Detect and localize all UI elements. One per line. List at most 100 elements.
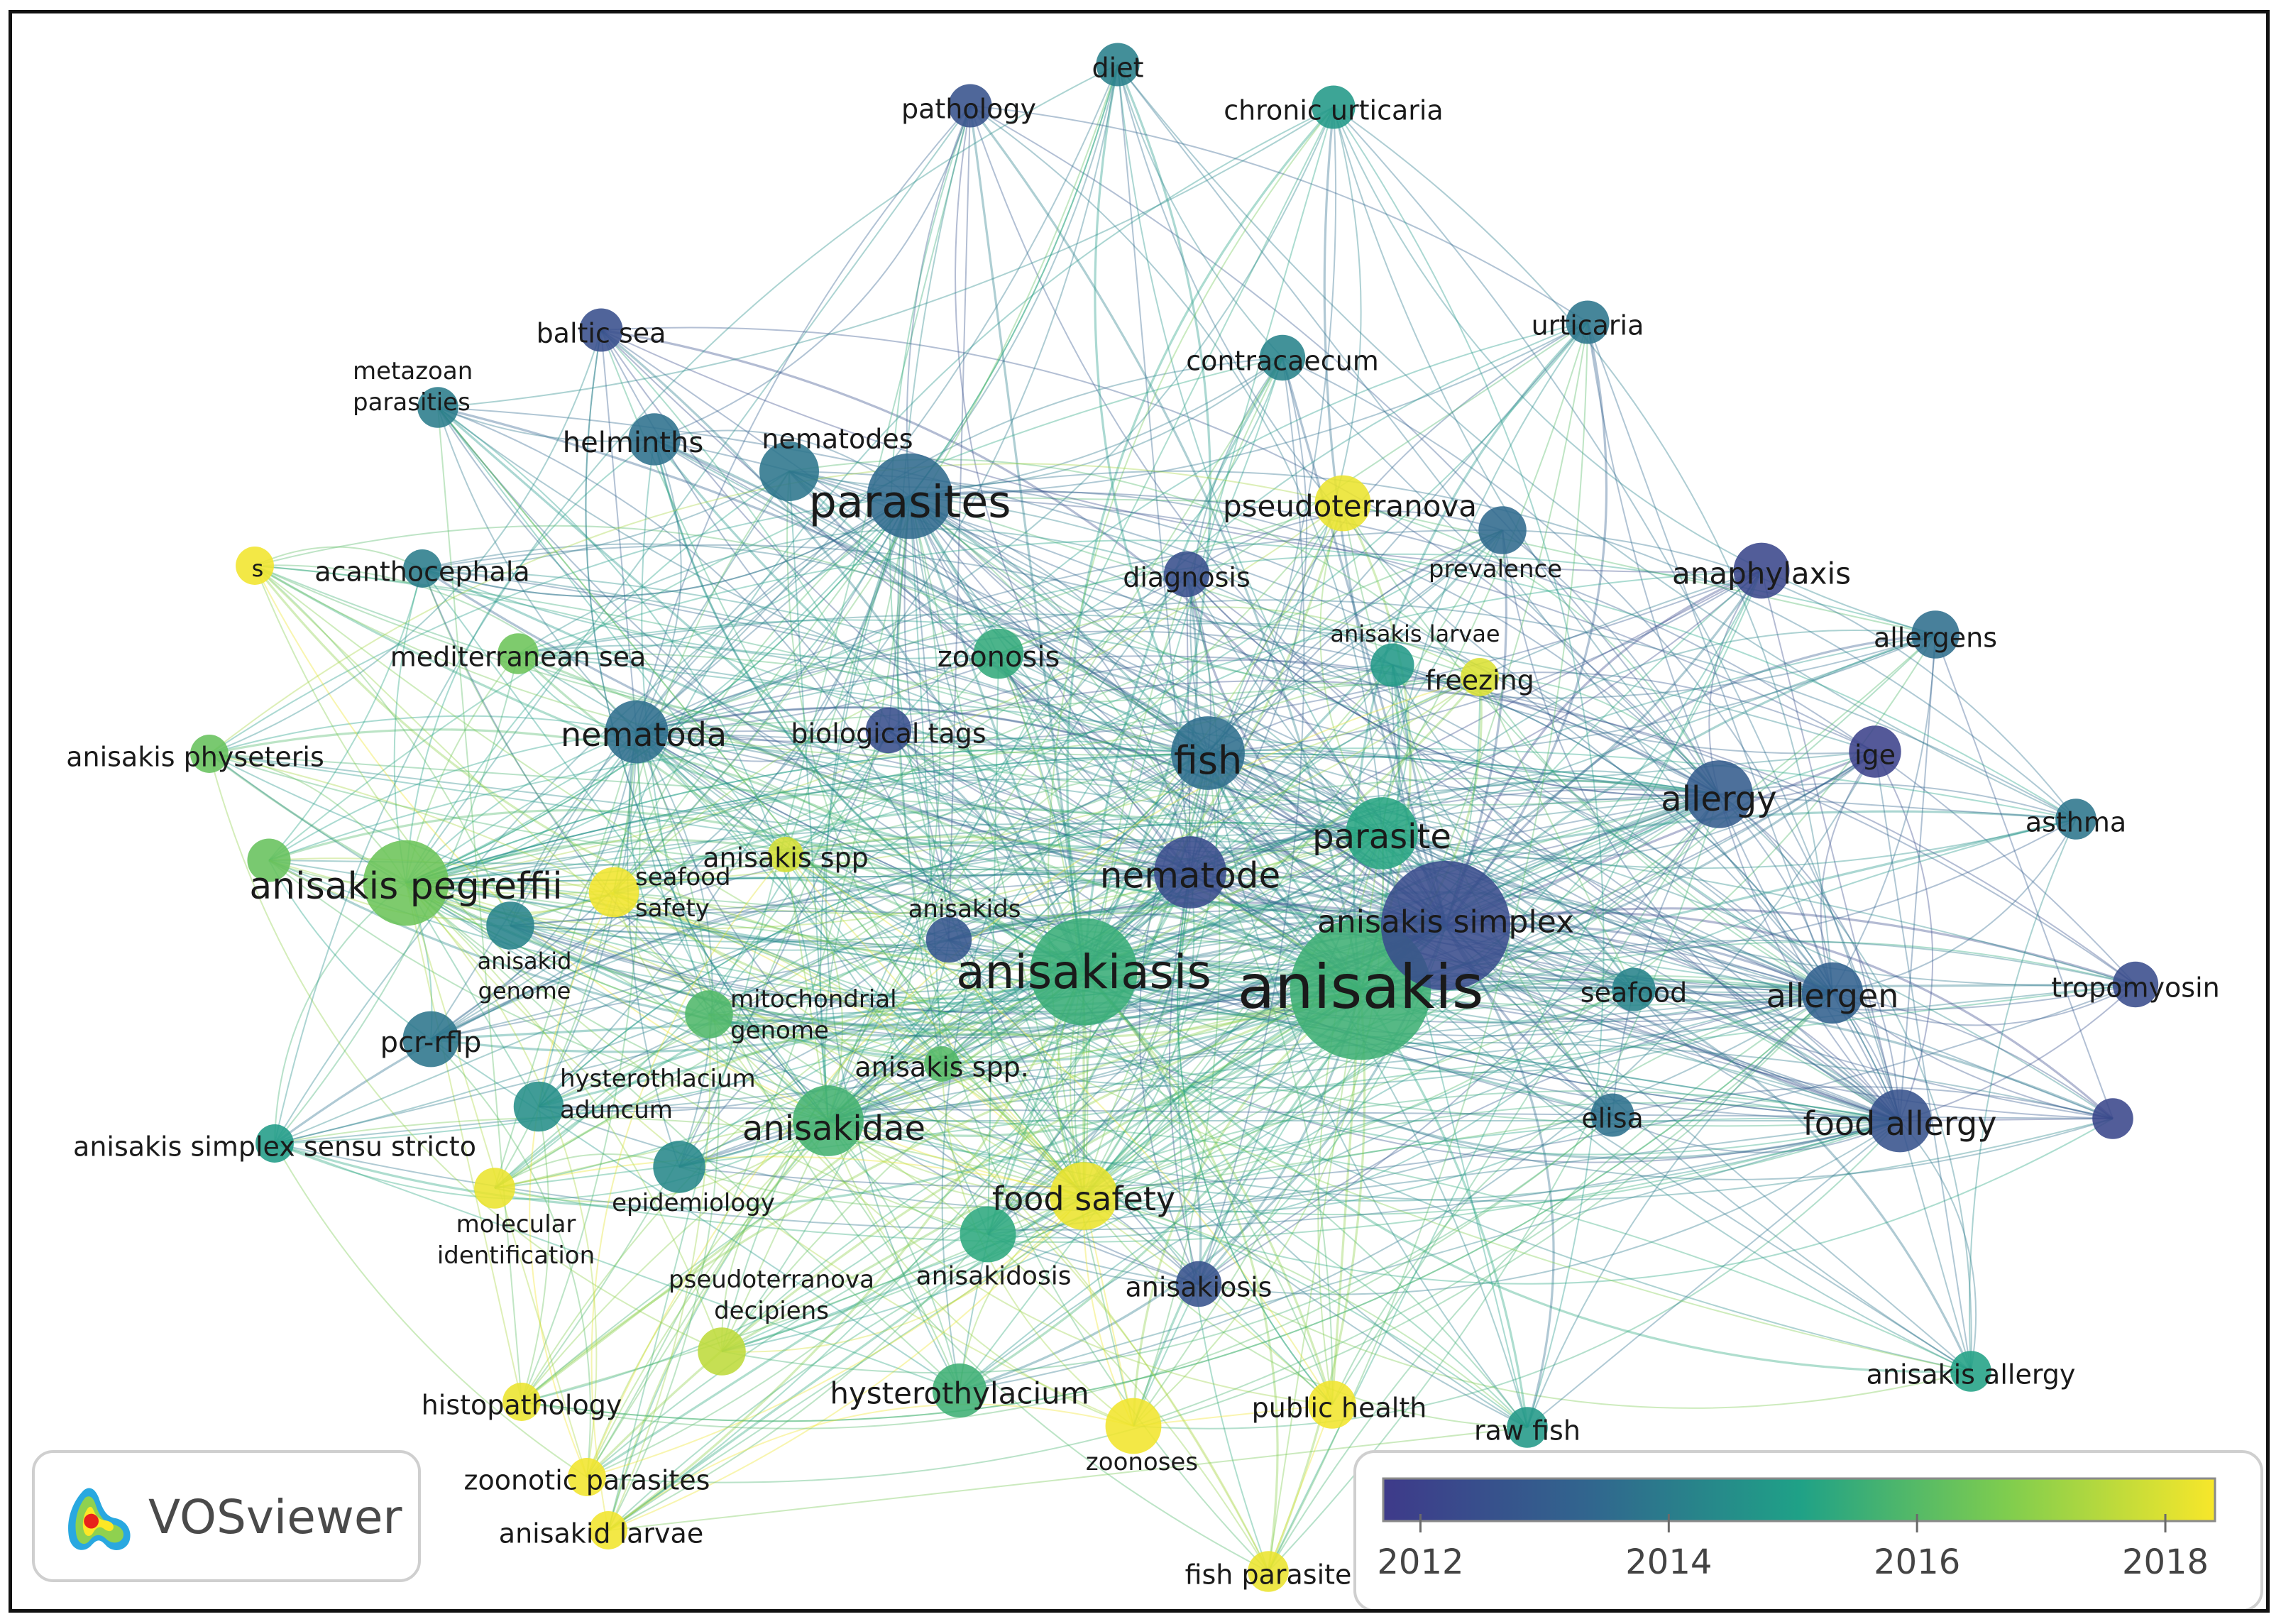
node-ige[interactable] — [1849, 725, 1901, 778]
node-prevalence[interactable] — [1478, 506, 1527, 554]
node-label-pathology[interactable]: pathology — [901, 93, 1036, 124]
node-zoonosis[interactable] — [973, 628, 1024, 679]
node-metazoan-parasities[interactable] — [417, 387, 458, 428]
node-pseudoterranova-decipiens[interactable] — [698, 1327, 746, 1376]
node-green-left[interactable] — [247, 838, 291, 882]
node-label-chronic-urticaria[interactable]: chronic urticaria — [1224, 94, 1443, 126]
node-anisakis-spp2[interactable] — [924, 1046, 960, 1082]
node-baltic-sea[interactable] — [579, 308, 623, 352]
node-label-raw-fish[interactable]: raw fish — [1474, 1415, 1581, 1446]
node-pcr-rflp[interactable] — [402, 1011, 459, 1068]
node-anisakis-pegreffii[interactable] — [363, 840, 449, 926]
node-hysterothlacium-aduncum[interactable] — [513, 1081, 564, 1132]
node-label-anisakis-physeteris[interactable]: anisakis physeteris — [66, 741, 324, 772]
node-label-anisakis-pegreffii[interactable]: anisakis pegreffii — [249, 865, 562, 908]
node-label-zoonoses[interactable]: zoonoses — [1086, 1448, 1198, 1476]
node-zoonotic-parasites[interactable] — [568, 1458, 606, 1496]
node-label-diet[interactable]: diet — [1092, 52, 1144, 83]
node-anisakiasis[interactable] — [1030, 918, 1138, 1026]
node-label-food-allergy[interactable]: food allergy — [1803, 1104, 1997, 1143]
node-fish-parasite[interactable] — [1248, 1551, 1289, 1592]
node-label-anisakiasis[interactable]: anisakiasis — [956, 945, 1211, 999]
node-label-prevalence[interactable]: prevalence — [1429, 555, 1562, 583]
node-label-anisakis-spp[interactable]: anisakis spp — [703, 842, 869, 873]
node-parasites[interactable] — [867, 453, 953, 539]
node-label-anisakis-spp2[interactable]: anisakis spp. — [854, 1051, 1029, 1082]
node-epidemiology[interactable] — [653, 1141, 705, 1193]
node-pathology[interactable] — [948, 84, 992, 128]
node-chronic-urticaria[interactable] — [1312, 85, 1356, 129]
node-biological-tags[interactable] — [865, 707, 912, 754]
node-label-diagnosis[interactable]: diagnosis — [1123, 561, 1251, 593]
node-label-anisakis[interactable]: anisakis — [1237, 952, 1483, 1023]
node-label-ige[interactable]: ige — [1854, 739, 1896, 770]
node-label-anaphylaxis[interactable]: anaphylaxis — [1672, 556, 1851, 591]
node-label-baltic-sea[interactable]: baltic sea — [537, 317, 666, 349]
node-histopathology[interactable] — [502, 1383, 541, 1421]
node-pseudoterranova[interactable] — [1314, 475, 1371, 532]
node-label-anisakids[interactable]: anisakids — [908, 895, 1021, 923]
node-mediterranean-sea[interactable] — [498, 633, 539, 674]
node-acanthocephala[interactable] — [403, 549, 441, 588]
node-parasite[interactable] — [1346, 797, 1418, 869]
node-label-epidemiology[interactable]: epidemiology — [612, 1189, 775, 1217]
node-urticaria[interactable] — [1566, 300, 1610, 344]
node-label-acanthocephala[interactable]: acanthocephala — [314, 556, 529, 587]
node-label-tropomyosin[interactable]: tropomyosin — [2051, 972, 2220, 1003]
node-molecular-identification[interactable] — [474, 1168, 515, 1209]
node-anisakis-spp[interactable] — [768, 837, 803, 872]
node-label-food-safety[interactable]: food safety — [992, 1180, 1175, 1218]
node-anaphylaxis[interactable] — [1733, 542, 1790, 599]
node-anisakidosis[interactable] — [960, 1206, 1016, 1263]
node-nematodes[interactable] — [759, 441, 819, 501]
node-label-fish-parasite[interactable]: fish parasite — [1185, 1559, 1352, 1590]
node-label-anisakis-simplex-ss[interactable]: anisakis simplex sensu stricto — [73, 1131, 476, 1162]
node-food-allergy[interactable] — [1868, 1089, 1932, 1153]
node-label-pseudoterranova[interactable]: pseudoterranova — [1223, 489, 1477, 524]
node-label-biological-tags[interactable]: biological tags — [791, 718, 986, 749]
node-label-urticaria[interactable]: urticaria — [1532, 309, 1644, 341]
node-label-freezing[interactable]: freezing — [1425, 664, 1534, 696]
node-label-allergens[interactable]: allergens — [1874, 622, 1997, 653]
node-label-fish[interactable]: fish — [1174, 738, 1242, 783]
node-allergen[interactable] — [1801, 962, 1864, 1024]
node-nematoda[interactable] — [605, 700, 669, 764]
node-anisakid-genome[interactable] — [486, 901, 534, 950]
node-label-anisakidae[interactable]: anisakidae — [742, 1109, 925, 1148]
node-label-asthma[interactable]: asthma — [2026, 806, 2126, 838]
node-label-anisakis-simplex[interactable]: anisakis simplex — [1317, 904, 1574, 940]
node-anisakis-allergy[interactable] — [1950, 1351, 1991, 1392]
node-public-health[interactable] — [1308, 1381, 1356, 1429]
node-label-nematode[interactable]: nematode — [1100, 855, 1281, 896]
node-label-nematodes[interactable]: nematodes — [762, 423, 913, 454]
node-diet[interactable] — [1096, 43, 1140, 87]
node-tropomyosin[interactable] — [2112, 961, 2159, 1008]
node-label-allergen[interactable]: allergen — [1766, 977, 1899, 1015]
node-s[interactable] — [236, 547, 274, 585]
node-anisakis-larvae[interactable] — [1370, 643, 1414, 687]
node-label-zoonotic-parasites[interactable]: zoonotic parasites — [464, 1464, 710, 1496]
node-fish[interactable] — [1171, 716, 1245, 790]
node-label-histopathology[interactable]: histopathology — [422, 1389, 622, 1420]
node-label-pcr-rflp[interactable]: pcr-rflp — [380, 1026, 482, 1059]
node-nematode[interactable] — [1154, 836, 1226, 909]
node-label-allergy[interactable]: allergy — [1661, 779, 1776, 819]
node-label-helminths[interactable]: helminths — [563, 427, 703, 459]
node-anisakis-simplex[interactable] — [1380, 860, 1511, 991]
node-anisakis-simplex-ss[interactable] — [255, 1124, 294, 1163]
node-allergens[interactable] — [1911, 610, 1960, 659]
node-elisa[interactable] — [1590, 1093, 1634, 1137]
node-zoonoses[interactable] — [1105, 1398, 1162, 1454]
node-food-safety[interactable] — [1050, 1162, 1118, 1230]
node-hysterothylacium[interactable] — [932, 1363, 987, 1418]
node-seafood[interactable] — [1612, 967, 1656, 1011]
node-label-anisakis-larvae[interactable]: anisakis larvae — [1330, 620, 1500, 647]
node-anisakid-larvae[interactable] — [589, 1511, 627, 1549]
node-purple-right[interactable] — [2092, 1098, 2133, 1139]
